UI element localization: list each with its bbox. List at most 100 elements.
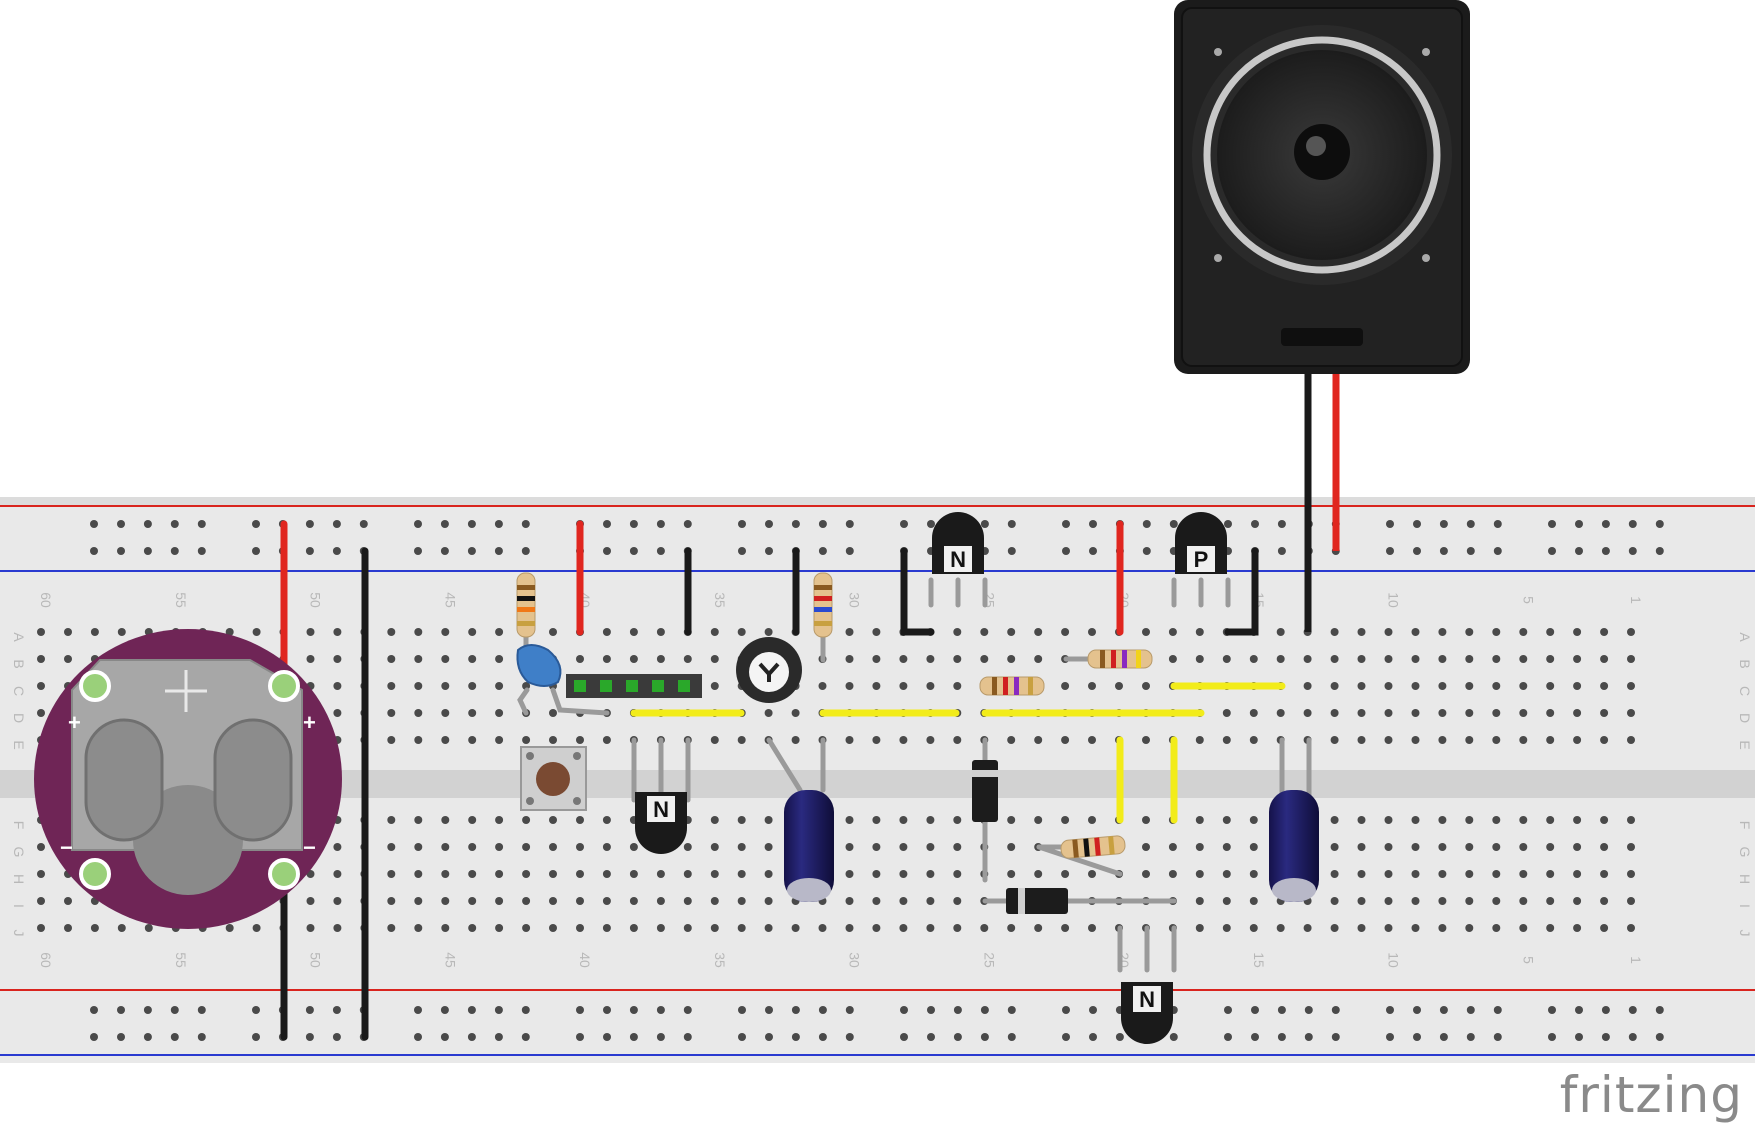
breadboard-hole[interactable] xyxy=(522,816,531,824)
breadboard-hole[interactable] xyxy=(1573,897,1582,905)
breadboard-hole[interactable] xyxy=(225,924,234,932)
breadboard-hole[interactable] xyxy=(1546,897,1555,905)
breadboard-hole[interactable] xyxy=(1546,736,1555,744)
breadboard-hole[interactable] xyxy=(1195,816,1204,824)
breadboard-hole[interactable] xyxy=(1169,520,1178,528)
breadboard-hole[interactable] xyxy=(1249,816,1258,824)
breadboard-hole[interactable] xyxy=(1330,655,1339,663)
breadboard-hole[interactable] xyxy=(900,1033,908,1041)
breadboard-hole[interactable] xyxy=(1089,520,1097,528)
breadboard-hole[interactable] xyxy=(845,1033,854,1041)
breadboard-hole[interactable] xyxy=(1195,628,1204,636)
breadboard-hole[interactable] xyxy=(1411,655,1420,663)
breadboard-hole[interactable] xyxy=(1249,736,1258,744)
breadboard-hole[interactable] xyxy=(143,547,152,555)
resistor-2[interactable] xyxy=(813,572,833,638)
breadboard-hole[interactable] xyxy=(926,924,935,932)
breadboard-hole[interactable] xyxy=(1386,520,1394,528)
breadboard-hole[interactable] xyxy=(1519,709,1528,717)
breadboard-hole[interactable] xyxy=(1655,547,1664,555)
breadboard-hole[interactable] xyxy=(791,1006,800,1014)
breadboard-hole[interactable] xyxy=(1303,709,1312,717)
breadboard-hole[interactable] xyxy=(1384,897,1393,905)
breadboard-hole[interactable] xyxy=(1277,520,1286,528)
breadboard-hole[interactable] xyxy=(387,682,396,690)
breadboard-hole[interactable] xyxy=(1062,520,1070,528)
breadboard-hole[interactable] xyxy=(1627,709,1635,717)
breadboard-hole[interactable] xyxy=(117,547,125,555)
breadboard-hole[interactable] xyxy=(791,1033,800,1041)
breadboard-hole[interactable] xyxy=(1034,628,1043,636)
breadboard-hole[interactable] xyxy=(494,547,503,555)
breadboard-hole[interactable] xyxy=(494,1006,503,1014)
breadboard-hole[interactable] xyxy=(926,655,935,663)
breadboard-hole[interactable] xyxy=(818,1033,827,1041)
breadboard-hole[interactable] xyxy=(683,1006,692,1014)
breadboard-hole[interactable] xyxy=(764,924,773,932)
breadboard-hole[interactable] xyxy=(818,547,827,555)
trimmer-potentiometer[interactable] xyxy=(736,637,802,703)
breadboard-hole[interactable] xyxy=(332,520,341,528)
breadboard-hole[interactable] xyxy=(791,709,800,717)
breadboard-hole[interactable] xyxy=(710,870,719,878)
breadboard-hole[interactable] xyxy=(1384,924,1393,932)
breadboard-hole[interactable] xyxy=(1357,870,1366,878)
breadboard-hole[interactable] xyxy=(872,816,881,824)
breadboard-hole[interactable] xyxy=(414,547,422,555)
breadboard-hole[interactable] xyxy=(1142,816,1150,824)
breadboard-hole[interactable] xyxy=(1627,736,1635,744)
breadboard-hole[interactable] xyxy=(306,897,315,905)
breadboard-hole[interactable] xyxy=(1411,709,1420,717)
breadboard-hole[interactable] xyxy=(1142,843,1150,851)
breadboard-hole[interactable] xyxy=(980,520,989,528)
breadboard-hole[interactable] xyxy=(1357,736,1366,744)
breadboard-hole[interactable] xyxy=(1330,736,1339,744)
breadboard-hole[interactable] xyxy=(387,924,396,932)
breadboard-hole[interactable] xyxy=(1330,682,1339,690)
breadboard-hole[interactable] xyxy=(252,1006,260,1014)
breadboard-hole[interactable] xyxy=(414,1033,422,1041)
breadboard-hole[interactable] xyxy=(1519,736,1528,744)
breadboard-hole[interactable] xyxy=(656,924,665,932)
breadboard-hole[interactable] xyxy=(197,1006,206,1014)
breadboard-hole[interactable] xyxy=(1548,1033,1556,1041)
breadboard-hole[interactable] xyxy=(117,924,126,932)
breadboard-hole[interactable] xyxy=(953,843,962,851)
breadboard-hole[interactable] xyxy=(441,736,450,744)
breadboard-hole[interactable] xyxy=(1439,1006,1448,1014)
breadboard-hole[interactable] xyxy=(1277,1006,1286,1014)
breadboard-hole[interactable] xyxy=(333,628,342,636)
breadboard-hole[interactable] xyxy=(1492,682,1501,690)
breadboard-hole[interactable] xyxy=(1413,547,1421,555)
breadboard-hole[interactable] xyxy=(37,843,45,851)
breadboard-hole[interactable] xyxy=(872,924,881,932)
breadboard-hole[interactable] xyxy=(1249,870,1258,878)
breadboard-hole[interactable] xyxy=(414,870,423,878)
breadboard-hole[interactable] xyxy=(1169,1033,1178,1041)
breadboard-hole[interactable] xyxy=(440,1006,449,1014)
breadboard-hole[interactable] xyxy=(1224,1033,1232,1041)
breadboard-hole[interactable] xyxy=(495,628,504,636)
breadboard-hole[interactable] xyxy=(576,816,584,824)
breadboard-hole[interactable] xyxy=(522,924,531,932)
breadboard-hole[interactable] xyxy=(1465,655,1474,663)
breadboard-hole[interactable] xyxy=(765,1033,773,1041)
breadboard-hole[interactable] xyxy=(306,655,315,663)
breadboard-hole[interactable] xyxy=(305,1006,314,1014)
wire-black-5[interactable] xyxy=(1224,547,1259,636)
breadboard-hole[interactable] xyxy=(440,520,449,528)
breadboard-hole[interactable] xyxy=(1573,736,1582,744)
breadboard-hole[interactable] xyxy=(1492,843,1501,851)
breadboard-hole[interactable] xyxy=(872,870,881,878)
breadboard-hole[interactable] xyxy=(1546,682,1555,690)
transistor-q2[interactable]: P xyxy=(1175,512,1227,574)
breadboard-hole[interactable] xyxy=(1357,655,1366,663)
breadboard-hole[interactable] xyxy=(926,736,935,744)
breadboard-hole[interactable] xyxy=(522,870,531,878)
breadboard-hole[interactable] xyxy=(602,870,611,878)
breadboard-hole[interactable] xyxy=(1330,870,1339,878)
breadboard-hole[interactable] xyxy=(576,1006,584,1014)
breadboard-hole[interactable] xyxy=(197,520,206,528)
breadboard-hole[interactable] xyxy=(441,655,450,663)
breadboard-hole[interactable] xyxy=(1439,547,1448,555)
